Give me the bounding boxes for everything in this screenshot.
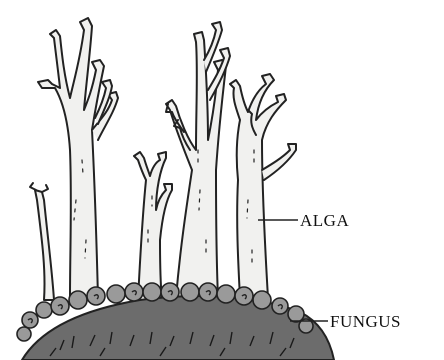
- alga-stalk: [30, 183, 54, 300]
- alga-stalk: [134, 152, 172, 300]
- alga-stalk: [230, 74, 296, 298]
- alga-stalks: [30, 18, 296, 300]
- fungus-label: FUNGUS: [330, 313, 401, 330]
- fungus-mat: [17, 283, 334, 360]
- alga-label: ALGA: [300, 212, 349, 229]
- alga-stalk: [166, 22, 230, 298]
